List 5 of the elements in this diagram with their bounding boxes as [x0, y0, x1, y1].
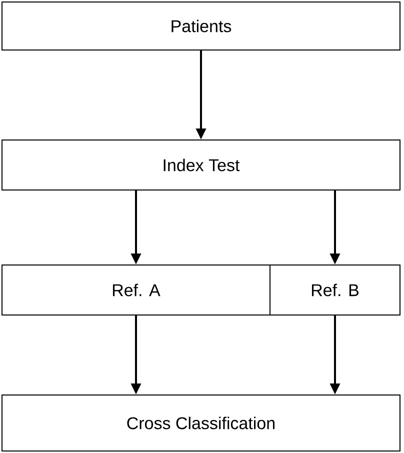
- process-box: Ref. A: [2, 264, 270, 316]
- process-box: Cross Classification: [2, 394, 400, 452]
- process-box: Index Test: [2, 140, 400, 190]
- process-box: Patients: [2, 2, 400, 50]
- process-box: Ref. B: [270, 264, 400, 316]
